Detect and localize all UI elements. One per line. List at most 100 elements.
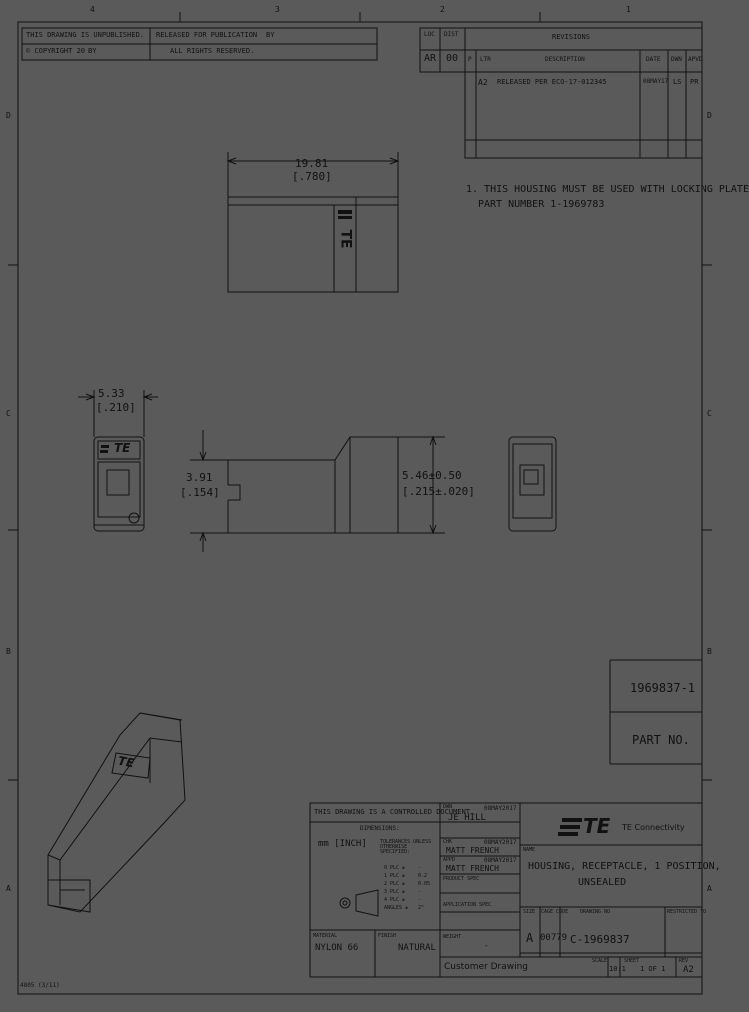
header-released: RELEASED FOR PUBLICATION [156,31,258,39]
tb-tol-v1: - [418,865,422,871]
revisions-dist-value: 00 [446,53,459,64]
dim-top-in: [.780] [292,170,332,183]
tb-tol-1: 1 PLC ± [384,873,406,879]
tb-finish-label: FINISH [378,933,397,939]
zone-left-c: C [6,409,11,418]
revisions-row1-ltr: A2 [478,78,488,87]
zone-left-b: B [6,647,11,656]
revisions-col-desc: DESCRIPTION [545,56,585,63]
header-copyright: © COPYRIGHT 20 [26,47,86,55]
revisions-col-p: P [468,56,472,63]
side-part-label: PART NO. [632,733,690,747]
header-by1: BY [266,31,275,39]
tb-size-label: SIZE [523,909,536,915]
tb-tol-3: 3 PLC ± [384,889,406,895]
zone-right-a: A [707,884,712,893]
tb-size-value: A [526,931,534,945]
tb-name-line1: HOUSING, RECEPTACLE, 1 POSITION, [528,861,721,872]
revisions-loc-value: AR [424,53,437,64]
tb-scale-value: 10:1 [609,965,626,973]
tb-cage-value: 00779 [540,933,568,943]
tb-dwn-date: 08MAY2017 [484,805,517,812]
tb-rev-value: A2 [683,965,694,975]
tb-scale-label: SCALE [592,958,608,964]
tb-controlled: THIS DRAWING IS A CONTROLLED DOCUMENT. [314,808,475,816]
tb-rev-label: REV [679,958,689,964]
tb-chk-date: 08MAY2017 [484,839,517,846]
tb-sheet-value: 1 OF 1 [640,965,666,973]
tb-units: mm [INCH] [318,839,367,849]
tb-name-line2: UNSEALED [578,877,627,888]
tb-tol-angles: ANGLES ± [384,905,409,911]
revisions-row1-dwn: LS [673,78,682,86]
housing-logo-text: TE [337,229,354,249]
revisions-col-apvd: APVD [688,56,703,63]
note-line1: 1. THIS HOUSING MUST BE USED WITH LOCKIN… [466,184,749,195]
tb-appd-name: MATT FRENCH [446,864,499,873]
drawing-linework [8,12,712,995]
zone-left-a: A [6,884,11,893]
tb-company-logo: TE [583,814,611,838]
note-line2: PART NUMBER 1-1969783 [478,199,605,210]
revisions-dist-label: DIST [444,31,459,38]
tb-dwn-label: DWN [443,804,453,810]
tb-tolerances-title: TOLERANCES UNLESS OTHERWISE SPECIFIED: [380,839,432,855]
header-unpublished: THIS DRAWING IS UNPUBLISHED. [26,31,145,39]
dim-mid-mm: 3.91 [186,471,213,484]
zone-right-d: D [707,111,712,120]
tb-tol-v5: - [418,897,422,903]
tb-material-label: MATERIAL [313,933,338,939]
tb-tol-4: 4 PLC ± [384,897,406,903]
zone-top-1: 1 [626,5,631,14]
revisions-col-date: DATE [646,56,661,63]
zone-right-b: B [707,647,712,656]
tb-dwg-value: C-1969837 [570,933,630,946]
tb-weight-label: WEIGHT [443,934,462,940]
revisions-col-dwn: DWN [671,56,682,63]
zone-top-2: 2 [440,5,445,14]
tb-finish-value: NATURAL [398,943,436,953]
side-part-number: 1969837-1 [630,681,696,695]
form-number: 4805 (3/11) [20,982,60,989]
dim-side-in: [.210] [96,401,136,414]
tb-dwg-label: DRAWING NO [580,909,611,915]
dim-mid-in: [.154] [180,486,220,499]
tb-cage-label: CAGE CODE [541,909,569,915]
end-view-logo: TE [114,441,131,455]
tb-application-spec: APPLICATION SPEC [443,902,492,908]
revisions-col-ltr: LTR [480,56,491,63]
revisions-row1-desc: RELEASED PER ECO-17-012345 [497,78,607,86]
revisions-title: REVISIONS [552,33,590,41]
tb-appd-date: 08MAY2017 [484,857,517,864]
dim-side-mm: 5.33 [98,387,125,400]
iso-logo: TE [116,753,136,771]
header-by2: BY [88,47,97,55]
tb-dimensions: DIMENSIONS: [360,825,400,832]
revisions-row1-apvd: PR [690,78,699,86]
zone-top-3: 3 [275,5,280,14]
zone-left-d: D [6,111,11,120]
revisions-row1-date: 08MAY17 [643,78,669,85]
tb-material-value: NYLON 66 [315,943,359,953]
tb-company: TE Connectivity [622,823,685,832]
tb-tol-v6: 2° [418,905,425,911]
tb-appd-label: APPD [443,857,456,863]
tb-tol-0: 0 PLC ± [384,865,406,871]
zone-top-4: 4 [90,5,95,14]
dim-top-mm: 19.81 [295,157,329,170]
dim-right-mm: 5.46±0.50 [402,469,462,482]
tb-sheet-label: SHEET [624,958,640,964]
tb-tol-v2: 0.2 [418,873,428,879]
header-rights: ALL RIGHTS RESERVED. [170,47,255,55]
tb-tol-2: 2 PLC ± [384,881,406,887]
tb-chk-label: CHK [443,839,453,845]
tb-tol-v4: - [418,889,422,895]
dim-right-in: [.215±.020] [402,485,475,498]
tb-name-label: NAME [523,847,536,853]
tb-rest-label: RESTRICTED TO [667,909,707,915]
zone-right-c: C [707,409,712,418]
tb-product-spec: PRODUCT SPEC [443,876,480,882]
tb-weight-value: - [484,941,489,950]
tb-chk-name: MATT FRENCH [446,846,499,855]
revisions-loc-label: LOC [424,31,435,38]
